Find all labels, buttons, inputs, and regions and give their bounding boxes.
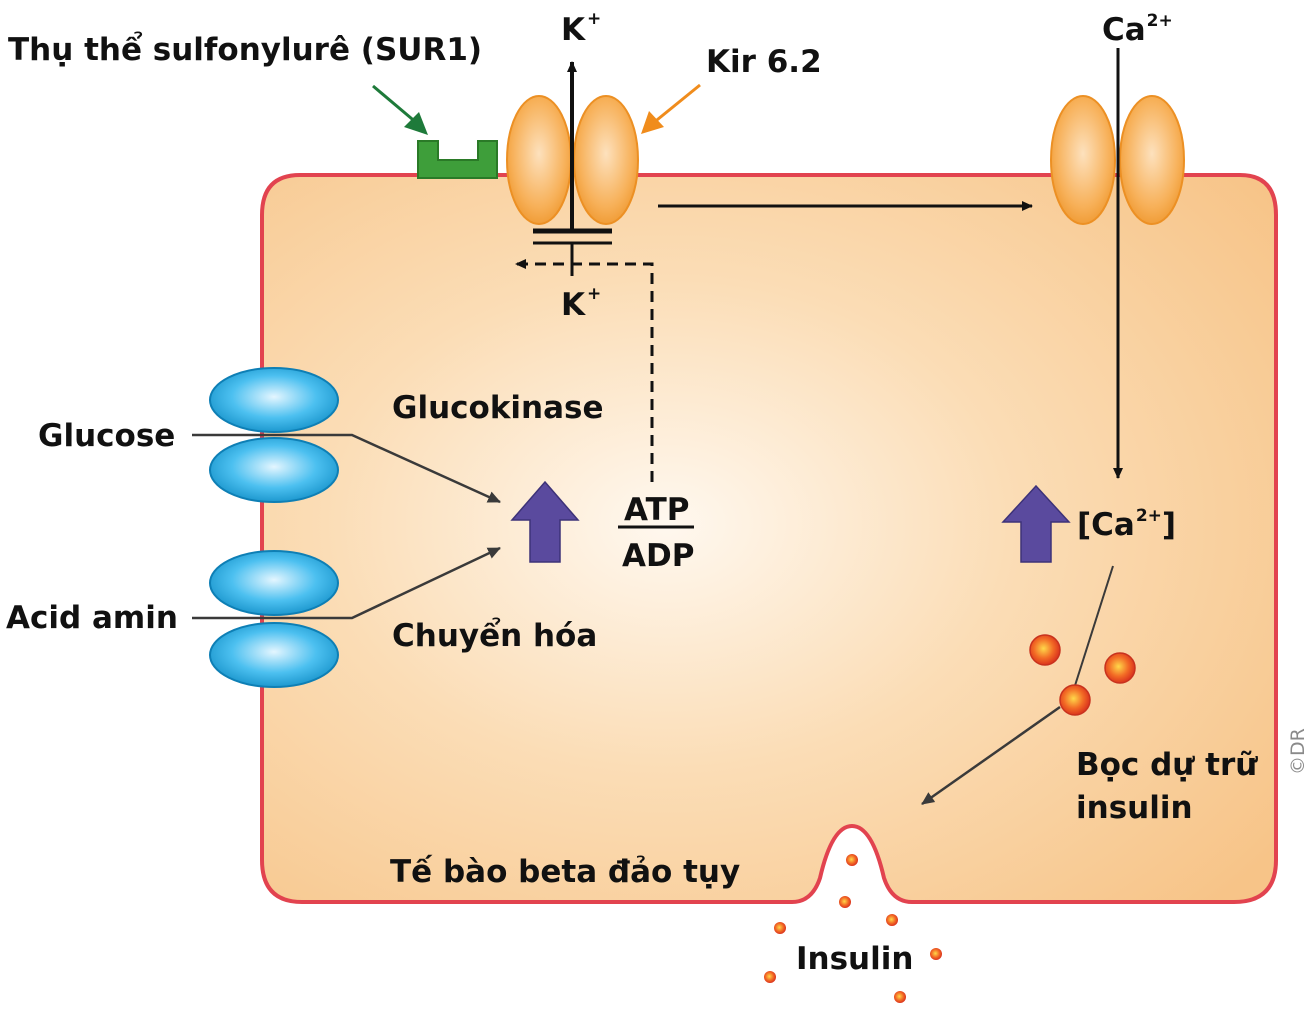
kir-channel xyxy=(506,95,639,225)
sur1-label: Thụ thể sulfonylurê (SUR1) xyxy=(8,32,482,68)
k-top-label: K+ xyxy=(561,9,601,48)
k-bottom-label: K+ xyxy=(561,284,601,323)
copyright-mark: ©DR xyxy=(1287,728,1309,775)
calcium-channel xyxy=(1050,95,1185,225)
glucose-label: Glucose xyxy=(38,418,175,454)
calcium-up-arrow xyxy=(1001,484,1071,563)
cell-name-label: Tế bào beta đảo tụy xyxy=(390,854,740,890)
granules-label-line1: Bọc dự trữ xyxy=(1076,747,1258,783)
glucose-transporter xyxy=(209,367,339,503)
insulin-label: Insulin xyxy=(796,941,913,977)
glucose-path-arrow xyxy=(192,433,501,504)
beta-cell xyxy=(260,173,1278,904)
kir-pointer-arrow xyxy=(641,83,701,134)
ca-top-label: Ca2+ xyxy=(1102,11,1173,48)
metabolism-up-arrow xyxy=(510,480,580,563)
acid-amin-label: Acid amin xyxy=(6,600,178,636)
sur1-receptor-shape xyxy=(417,140,498,179)
insulin-granules xyxy=(1029,634,1136,716)
kir-label: Kir 6.2 xyxy=(706,44,822,80)
adp-label: ADP xyxy=(622,538,694,574)
exocytosis-arrow xyxy=(1071,565,1114,696)
glucokinase-label: Glucokinase xyxy=(392,390,604,426)
sur1-pointer-arrow xyxy=(372,84,428,135)
exocytosis-arrow-lower xyxy=(921,705,1061,806)
secreted-insulin-dots xyxy=(764,854,942,1003)
amino-acid-transporter xyxy=(209,550,339,688)
atp-feedback-arrow xyxy=(515,259,654,482)
atp-label: ATP xyxy=(624,492,689,528)
granules-label-line2: insulin xyxy=(1076,790,1193,826)
metabolism-label: Chuyển hóa xyxy=(392,618,597,654)
amino-acid-path-arrow xyxy=(192,546,501,620)
calcium-concentration-label: [Ca2+] xyxy=(1077,506,1176,543)
